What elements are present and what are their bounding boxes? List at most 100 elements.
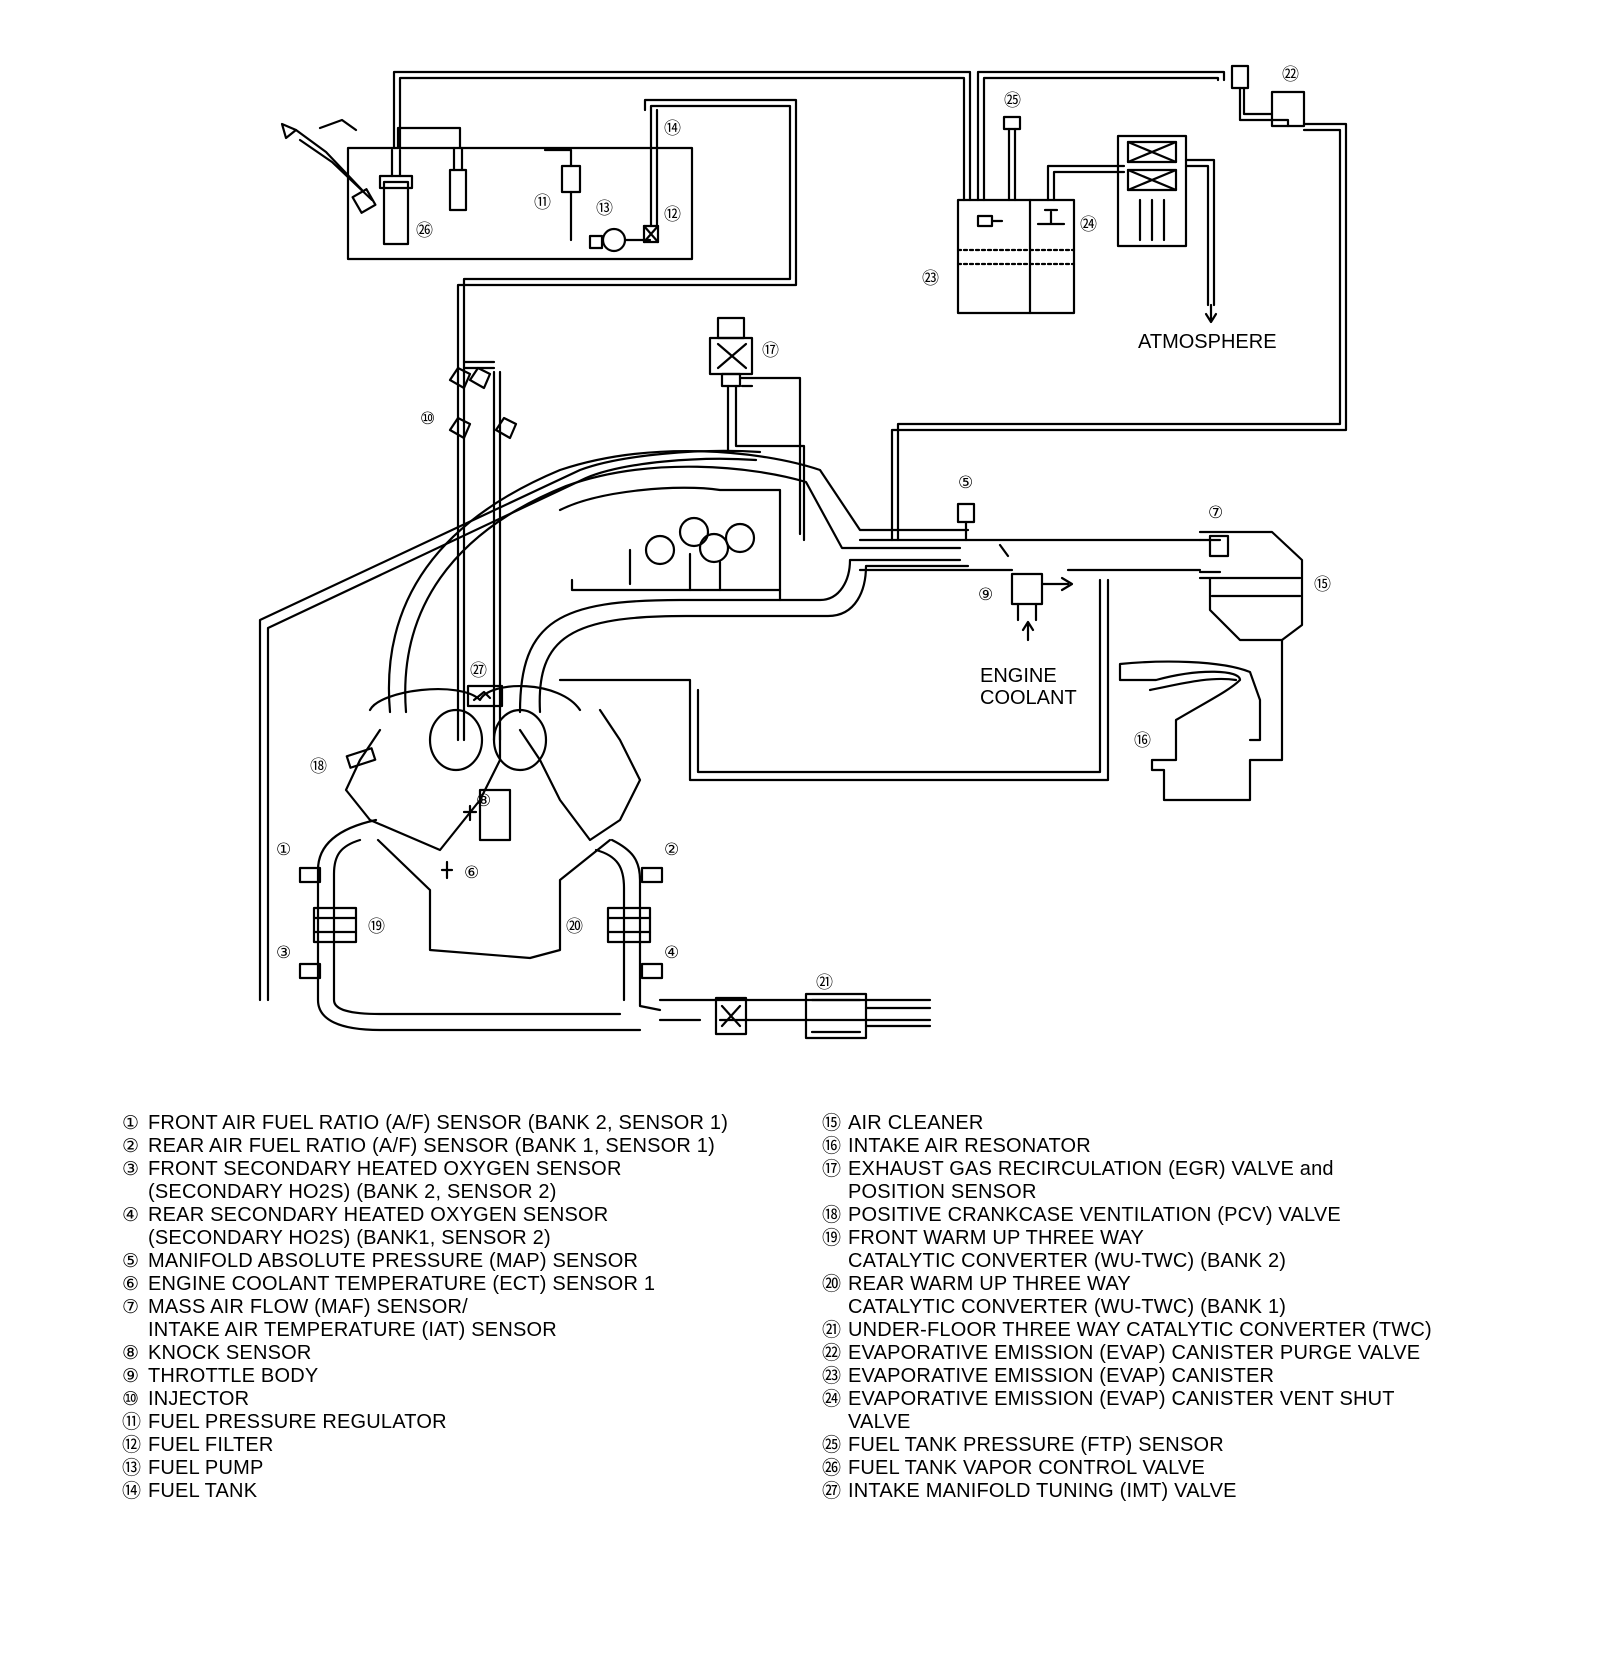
callout-15: ⑮ <box>1314 575 1331 594</box>
legend-item: ⑫ FUEL FILTER <box>122 1434 802 1457</box>
fuel-return-line <box>456 98 798 374</box>
legend-item-text: REAR WARM UP THREE WAY CATALYTIC CONVERT… <box>848 1273 1287 1318</box>
front-wu-twc <box>312 906 358 944</box>
legend-item-number: ㉓ <box>822 1366 842 1387</box>
legend-item-text: REAR SECONDARY HEATED OXYGEN SENSOR (SEC… <box>148 1204 609 1249</box>
legend-item-number: ㉖ <box>822 1458 842 1479</box>
callout-3: ③ <box>276 943 291 962</box>
legend-item: ㉖ FUEL TANK VAPOR CONTROL VALVE <box>822 1457 1582 1480</box>
callout-1: ① <box>276 840 291 859</box>
callout-22: ㉒ <box>1282 65 1299 84</box>
intake-air-resonator <box>1118 638 1284 802</box>
engine-emission-system-diagram: ① ② ③ ④ ⑤ ⑥ ⑦ ⑧ ⑨ ⑩ ⑪ ⑫ ⑬ ⑭ ⑮ ⑯ ⑰ ⑱ ⑲ ⑳ … <box>258 64 1348 1040</box>
callout-17: ⑰ <box>762 341 779 360</box>
map-sensor <box>956 502 976 524</box>
pcv-valve <box>345 747 377 769</box>
exhaust-system <box>298 818 932 1040</box>
legend-item-text: FUEL PUMP <box>148 1457 264 1479</box>
purge-line-top <box>392 70 972 202</box>
legend-item-text: MASS AIR FLOW (MAF) SENSOR/ INTAKE AIR T… <box>148 1296 557 1341</box>
legend-item-number: ⑫ <box>122 1435 142 1456</box>
legend-item-number: ⑭ <box>122 1481 142 1502</box>
legend-item-text: THROTTLE BODY <box>148 1365 319 1387</box>
legend-item-number: ⑬ <box>122 1458 142 1479</box>
legend-item-number: ⑪ <box>122 1412 142 1433</box>
legend-item-number: ⑲ <box>822 1228 842 1249</box>
callout-9: ⑨ <box>978 585 993 604</box>
intake-duct <box>858 538 1202 572</box>
legend-item-text: AIR CLEANER <box>848 1112 984 1134</box>
legend-item-number: ⑤ <box>122 1251 140 1272</box>
legend-item-number: ⑰ <box>822 1159 842 1180</box>
legend-item-text: INJECTOR <box>148 1388 250 1410</box>
knock-sensor <box>462 804 478 822</box>
rear-secondary-ho2s <box>640 962 664 980</box>
legend-item-number: ⑥ <box>122 1274 140 1295</box>
callout-23: ㉓ <box>922 269 939 288</box>
front-secondary-ho2s <box>298 962 322 980</box>
callout-12: ⑫ <box>664 205 681 224</box>
legend-item-number: ⑯ <box>822 1136 842 1157</box>
legend-item-number: ㉗ <box>822 1481 842 1502</box>
legend-item-text: POSITIVE CRANKCASE VENTILATION (PCV) VAL… <box>848 1204 1341 1226</box>
legend-item-text: FRONT SECONDARY HEATED OXYGEN SENSOR (SE… <box>148 1158 622 1203</box>
legend-item: ⑪ FUEL PRESSURE REGULATOR <box>122 1411 802 1434</box>
legend-item: ⑬ FUEL PUMP <box>122 1457 802 1480</box>
callout-11: ⑪ <box>534 193 551 212</box>
fuel-tank-vapor-control-valve <box>382 180 410 246</box>
ftp-sensor <box>1002 115 1022 131</box>
legend-item-text: MANIFOLD ABSOLUTE PRESSURE (MAP) SENSOR <box>148 1250 639 1272</box>
atmosphere-label: ATMOSPHERE <box>1138 331 1277 353</box>
callout-2: ② <box>664 840 679 859</box>
legend-item: ⑯ INTAKE AIR RESONATOR <box>822 1135 1582 1158</box>
callout-20: ⑳ <box>566 917 583 936</box>
evap-canister <box>956 198 1076 315</box>
legend-item-number: ④ <box>122 1205 140 1226</box>
callout-19: ⑲ <box>368 917 385 936</box>
engine-coolant-label-line1: ENGINE <box>980 665 1057 687</box>
callout-26: ㉖ <box>416 221 433 240</box>
legend-item: ⑦ MASS AIR FLOW (MAF) SENSOR/ INTAKE AIR … <box>122 1296 802 1342</box>
legend-item: ④ REAR SECONDARY HEATED OXYGEN SENSOR (SE… <box>122 1204 802 1250</box>
legend-item-number: ② <box>122 1136 140 1157</box>
legend-item-text: FUEL TANK PRESSURE (FTP) SENSOR <box>848 1434 1224 1456</box>
legend-item-number: ⑦ <box>122 1297 140 1318</box>
air-cleaner <box>1198 530 1304 642</box>
injectors <box>448 360 518 742</box>
rear-wu-twc <box>606 906 652 944</box>
ect-sensor <box>440 860 454 880</box>
fuel-tank-body <box>346 146 694 261</box>
intake-manifold <box>258 449 970 1002</box>
legend-item-text: FUEL TANK VAPOR CONTROL VALVE <box>848 1457 1205 1479</box>
legend-item-text: INTAKE AIR RESONATOR <box>848 1135 1091 1157</box>
legend-item-number: ⑮ <box>822 1113 842 1134</box>
legend-item-text: FUEL FILTER <box>148 1434 274 1456</box>
legend-item-number: ③ <box>122 1159 140 1180</box>
callout-16: ⑯ <box>1134 731 1151 750</box>
legend-item-text: FUEL TANK <box>148 1480 258 1502</box>
legend-item-text: EVAPORATIVE EMISSION (EVAP) CANISTER <box>848 1365 1275 1387</box>
legend-item: ⑮ AIR CLEANER <box>822 1112 1582 1135</box>
legend-item: ㉓ EVAPORATIVE EMISSION (EVAP) CANISTER <box>822 1365 1582 1388</box>
legend-item-number: ⑩ <box>122 1389 140 1410</box>
legend-item-text: FRONT AIR FUEL RATIO (A/F) SENSOR (BANK … <box>148 1112 729 1134</box>
legend-item: ⑩ INJECTOR <box>122 1388 802 1411</box>
legend-item-text: FUEL PRESSURE REGULATOR <box>148 1411 447 1433</box>
legend-item: ⑤ MANIFOLD ABSOLUTE PRESSURE (MAP) SENSOR <box>122 1250 802 1273</box>
egr-valve <box>708 316 806 542</box>
callout-18: ⑱ <box>310 757 327 776</box>
fuel-pressure-regulator <box>560 164 582 194</box>
